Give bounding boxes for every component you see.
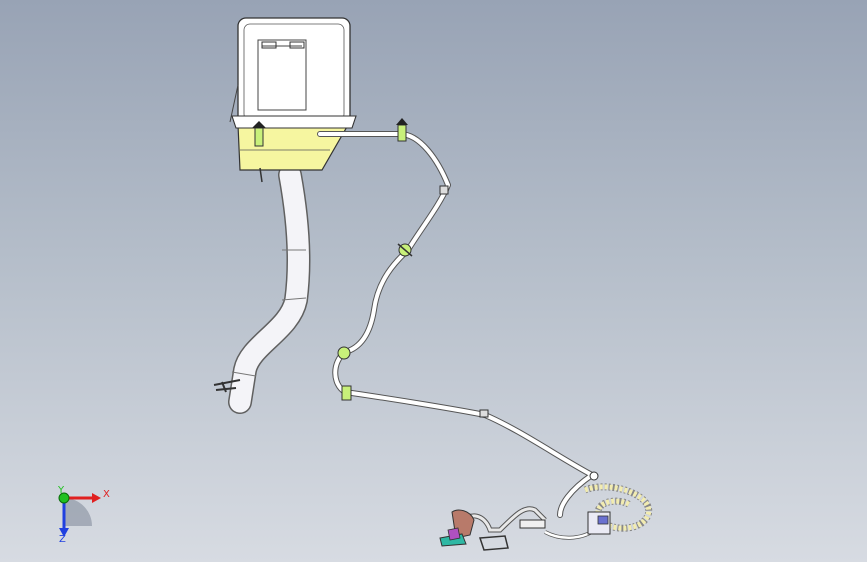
filler-pipe[interactable] — [228, 163, 311, 414]
clip-8[interactable] — [589, 471, 599, 481]
triad-shadow — [64, 498, 92, 526]
triad-y-origin — [58, 492, 70, 504]
pipe-bracket — [213, 379, 241, 393]
coordinate-triad: X Y Z — [57, 485, 110, 545]
clip-7[interactable] — [479, 409, 489, 418]
triad-y-label: Y — [57, 485, 65, 496]
clip-4[interactable] — [397, 243, 413, 257]
coiled-hose[interactable] — [583, 483, 653, 532]
bottom-assembly[interactable] — [439, 506, 611, 551]
clip-3[interactable] — [439, 185, 449, 195]
clip-1[interactable] — [252, 121, 266, 147]
clip-6[interactable] — [341, 385, 352, 401]
clip-2[interactable] — [396, 118, 408, 142]
tank-upper[interactable] — [229, 17, 357, 129]
clip-5[interactable] — [337, 346, 351, 360]
fuel-line[interactable] — [317, 131, 595, 518]
triad-x-label: X — [103, 489, 110, 500]
triad-z-label: Z — [59, 534, 66, 545]
